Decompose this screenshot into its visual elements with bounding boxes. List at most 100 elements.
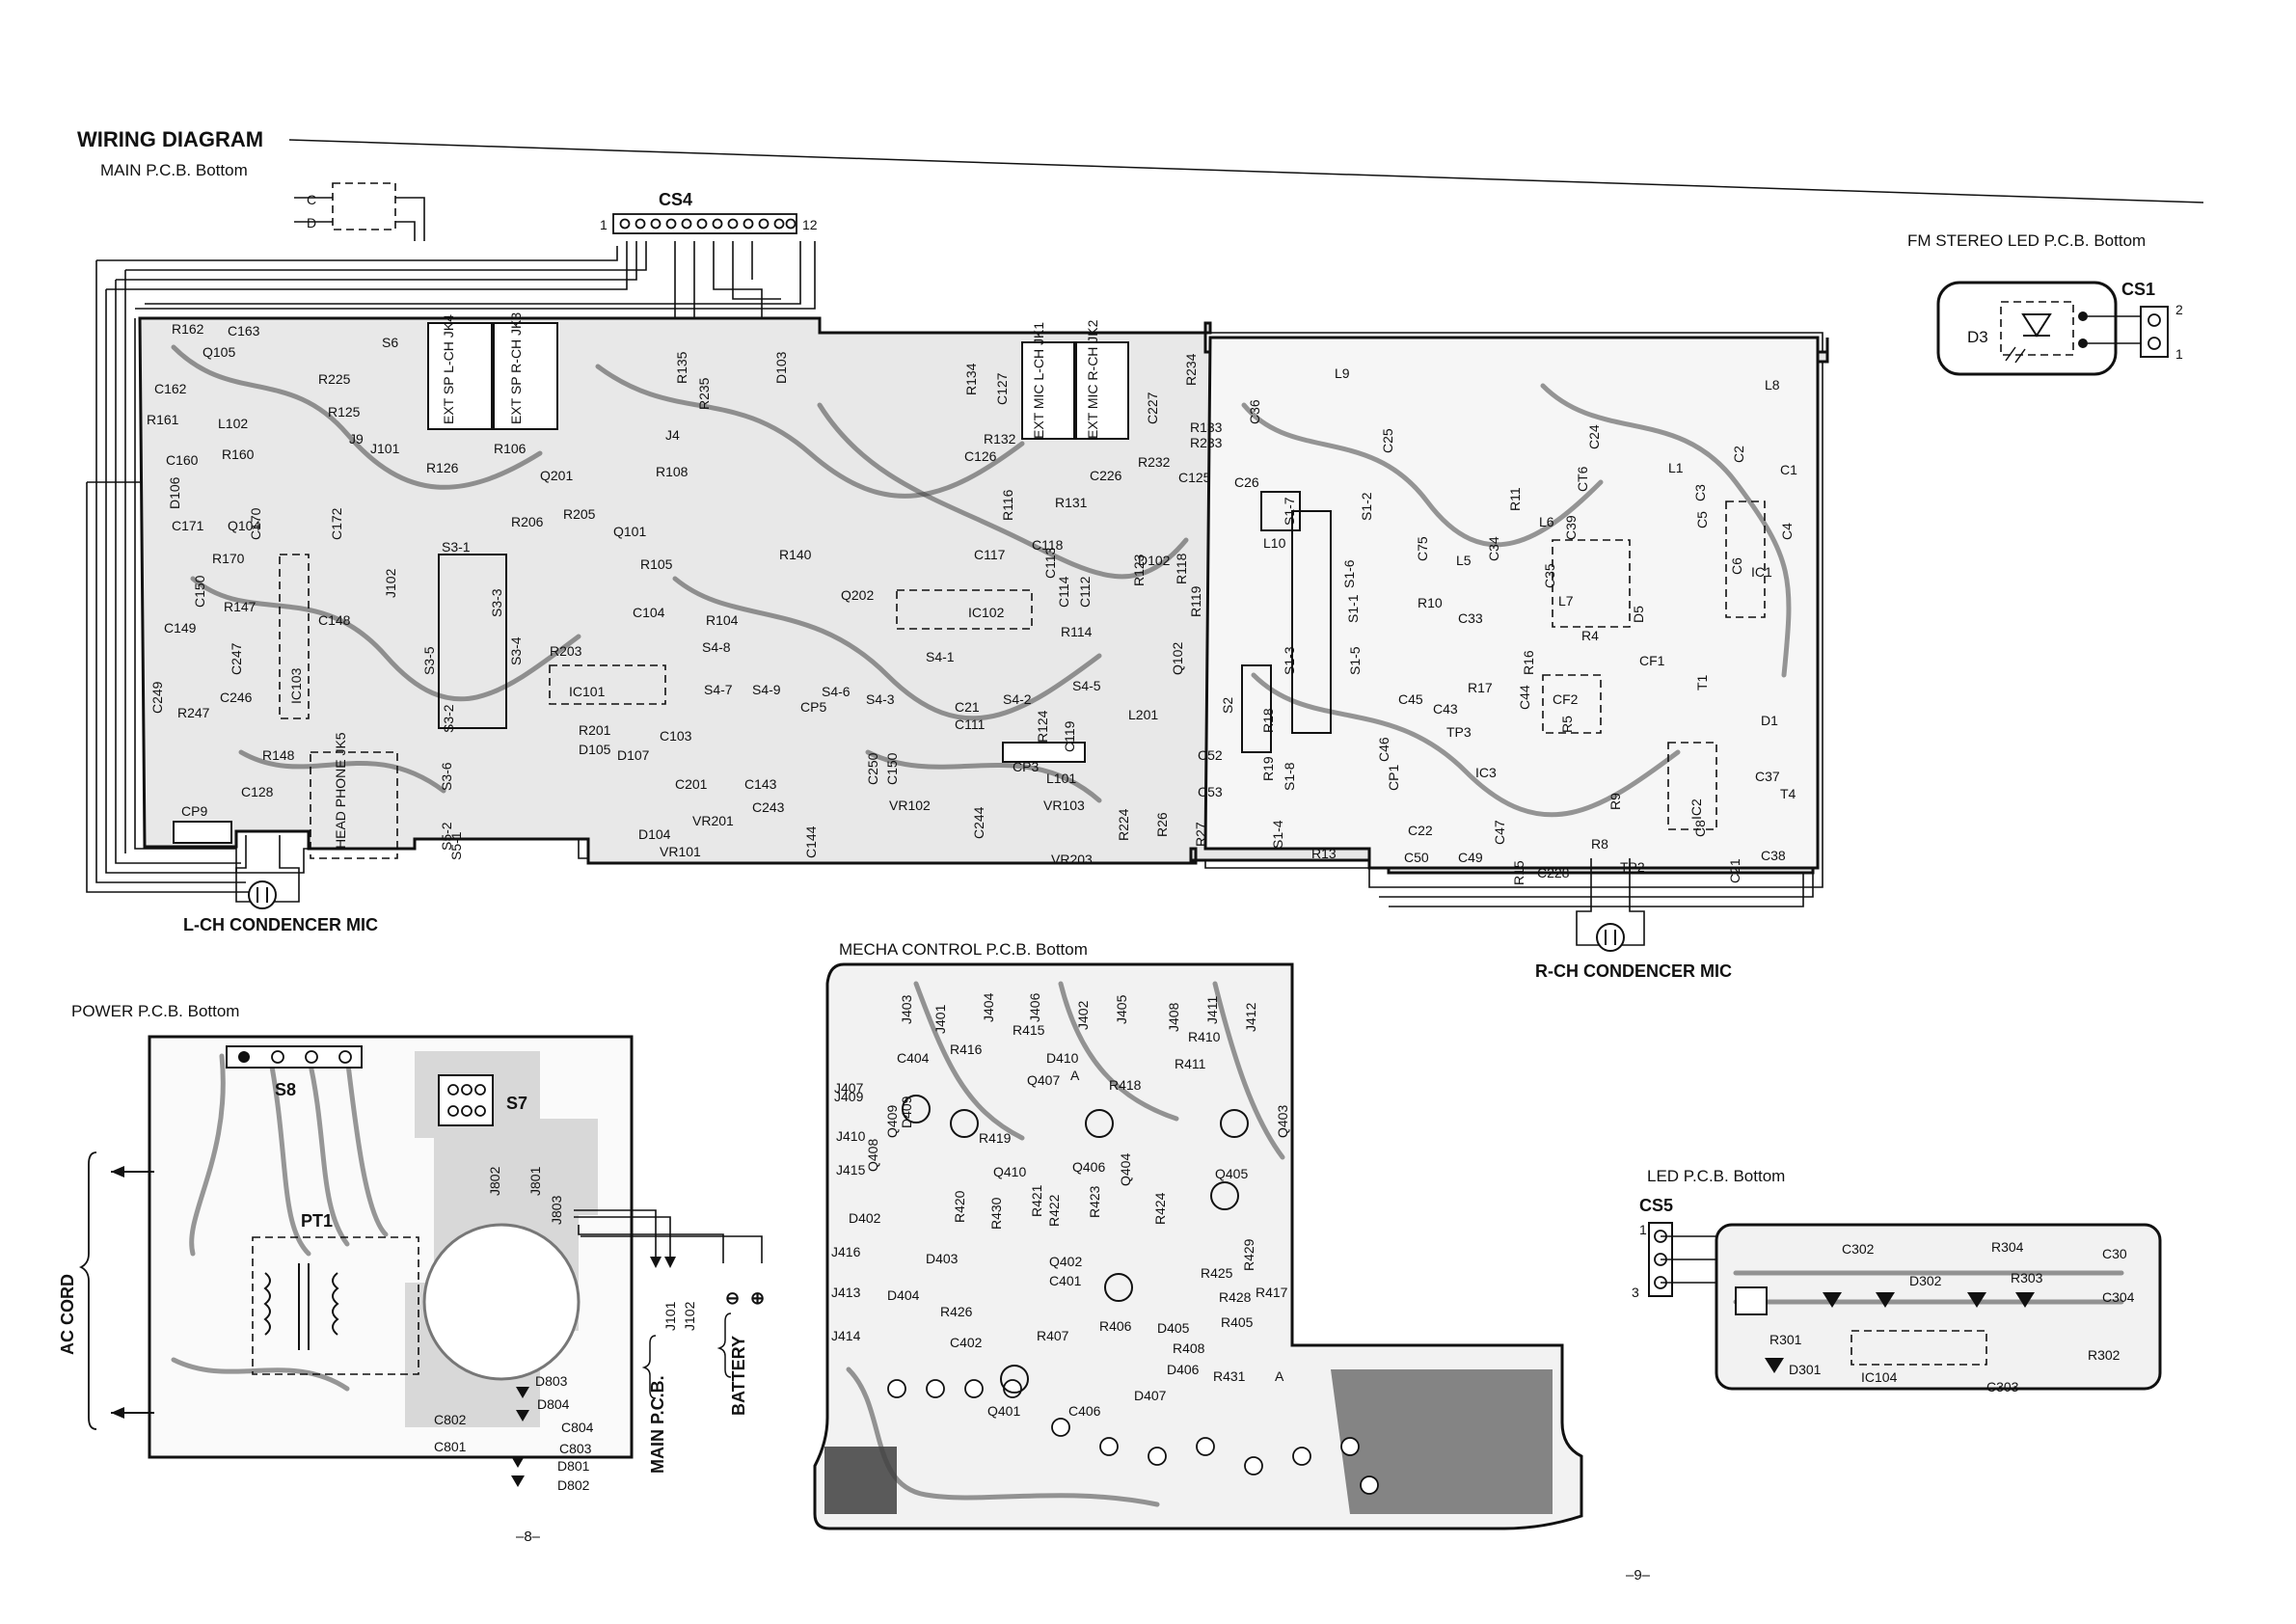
page-number-right: –9– <box>1626 1567 1651 1583</box>
svg-text:C227: C227 <box>1145 392 1160 424</box>
title-rule <box>288 139 2204 203</box>
svg-text:R407: R407 <box>1037 1328 1069 1343</box>
svg-text:L101: L101 <box>1046 771 1076 786</box>
main-component-labels: R162 C163 Q105 S6 R225 R125 C162 L102 R1… <box>147 321 1797 885</box>
svg-text:R161: R161 <box>147 412 179 427</box>
led-labels: C302 R304 C30 D302 R303 C304 R301 D301 I… <box>1769 1239 2135 1394</box>
svg-text:R247: R247 <box>177 705 210 720</box>
svg-text:J409: J409 <box>834 1089 864 1104</box>
svg-text:R16: R16 <box>1521 650 1536 675</box>
page-title: WIRING DIAGRAM <box>77 127 263 151</box>
harness-wire <box>116 241 637 281</box>
svg-text:Q202: Q202 <box>841 587 874 603</box>
svg-text:CF1: CF1 <box>1639 653 1665 668</box>
svg-text:L1: L1 <box>1668 460 1684 475</box>
svg-text:J401: J401 <box>932 1004 948 1034</box>
svg-text:S3-3: S3-3 <box>489 588 504 617</box>
svg-text:S1-5: S1-5 <box>1347 646 1363 675</box>
svg-text:S1-2: S1-2 <box>1359 492 1374 521</box>
svg-text:D106: D106 <box>167 476 182 509</box>
svg-text:R411: R411 <box>1175 1056 1206 1071</box>
coil-l7-block <box>1552 539 1631 628</box>
svg-text:R410: R410 <box>1188 1029 1221 1044</box>
svg-text:C406: C406 <box>1068 1403 1101 1419</box>
s7-label: S7 <box>506 1094 527 1113</box>
svg-text:C228: C228 <box>1537 865 1570 880</box>
svg-text:CP3: CP3 <box>1013 759 1039 774</box>
left-mic-plates <box>257 887 268 903</box>
svg-text:C50: C50 <box>1404 850 1429 865</box>
svg-text:J102: J102 <box>383 568 398 598</box>
svg-text:Q408: Q408 <box>865 1139 880 1172</box>
battery-plus-icon: ⊕ <box>750 1288 765 1308</box>
svg-text:C404: C404 <box>897 1050 930 1066</box>
svg-text:S1-1: S1-1 <box>1345 594 1361 623</box>
svg-text:R423: R423 <box>1087 1185 1102 1218</box>
svg-text:R408: R408 <box>1173 1340 1205 1356</box>
coil-icon <box>263 1272 271 1336</box>
svg-text:S4-7: S4-7 <box>704 682 733 697</box>
svg-text:C304: C304 <box>2102 1289 2135 1305</box>
harness-wire <box>115 280 241 864</box>
switch-s3 <box>438 554 507 729</box>
svg-text:R116: R116 <box>1000 489 1015 521</box>
svg-text:C226: C226 <box>1090 468 1122 483</box>
svg-text:S3-1: S3-1 <box>442 539 471 555</box>
svg-text:J415: J415 <box>836 1162 866 1177</box>
svg-text:S4-8: S4-8 <box>702 639 731 655</box>
svg-text:VR102: VR102 <box>889 798 931 813</box>
svg-text:R118: R118 <box>1174 553 1189 584</box>
jack-jk2 <box>1075 341 1129 440</box>
led-pcb: LED P.C.B. Bottom CS5 1 3 C302 R304 C30 … <box>1632 1167 2162 1394</box>
svg-text:J408: J408 <box>1166 1002 1181 1032</box>
svg-text:D405: D405 <box>1157 1320 1190 1336</box>
svg-text:C171: C171 <box>172 518 204 533</box>
svg-text:C111: C111 <box>955 717 986 732</box>
svg-text:C46: C46 <box>1376 737 1391 762</box>
svg-text:C117: C117 <box>974 547 1006 562</box>
svg-text:C22: C22 <box>1408 823 1433 838</box>
svg-text:J9: J9 <box>349 431 364 447</box>
cf2-block <box>1542 674 1602 734</box>
svg-text:D5: D5 <box>1631 606 1646 623</box>
svg-text:IC101: IC101 <box>569 684 606 699</box>
harness-wire <box>106 241 628 290</box>
svg-text:R17: R17 <box>1468 680 1493 695</box>
harness-wire <box>86 482 251 893</box>
svg-text:J410: J410 <box>836 1128 866 1144</box>
svg-text:Q403: Q403 <box>1275 1105 1290 1138</box>
svg-text:C148: C148 <box>318 612 351 628</box>
harness-wire <box>732 241 781 300</box>
ic101-block <box>549 664 666 705</box>
svg-text:R126: R126 <box>426 460 459 475</box>
cs4-pin-1: 1 <box>600 217 608 232</box>
svg-text:C163: C163 <box>228 323 260 338</box>
svg-text:CF2: CF2 <box>1553 691 1579 707</box>
right-mic-plates <box>1605 930 1616 945</box>
svg-text:S5-2: S5-2 <box>439 822 454 851</box>
svg-text:R148: R148 <box>262 747 295 763</box>
svg-text:S1-6: S1-6 <box>1341 559 1357 588</box>
svg-text:C21: C21 <box>1727 858 1742 883</box>
s8-label: S8 <box>275 1080 296 1099</box>
svg-text:S4-6: S4-6 <box>822 684 851 699</box>
svg-text:D403: D403 <box>926 1251 959 1266</box>
harness-wire <box>713 241 763 318</box>
svg-text:C6: C6 <box>1729 557 1744 575</box>
left-mic-label: L-CH CONDENCER MIC <box>183 915 378 934</box>
svg-text:C303: C303 <box>1986 1379 2019 1394</box>
svg-text:C119: C119 <box>1062 720 1077 752</box>
svg-text:J407: J407 <box>834 1080 864 1096</box>
mecha-transistor-icons <box>902 1095 1249 1394</box>
fm-led-title: FM STEREO LED P.C.B. Bottom <box>1907 231 2146 250</box>
svg-text:R428: R428 <box>1219 1289 1252 1305</box>
svg-text:R18: R18 <box>1260 708 1276 733</box>
jumper-j802: J802 <box>487 1166 502 1196</box>
svg-text:VR103: VR103 <box>1043 798 1085 813</box>
ac-cord-label: AC CORD <box>58 1274 77 1355</box>
fm-led-pcb: FM STEREO LED P.C.B. Bottom D3 CS1 2 1 <box>1907 231 2183 376</box>
svg-text:D406: D406 <box>1167 1362 1200 1377</box>
svg-text:C149: C149 <box>164 620 197 636</box>
svg-text:D301: D301 <box>1789 1362 1822 1377</box>
svg-text:IC102: IC102 <box>968 605 1005 620</box>
